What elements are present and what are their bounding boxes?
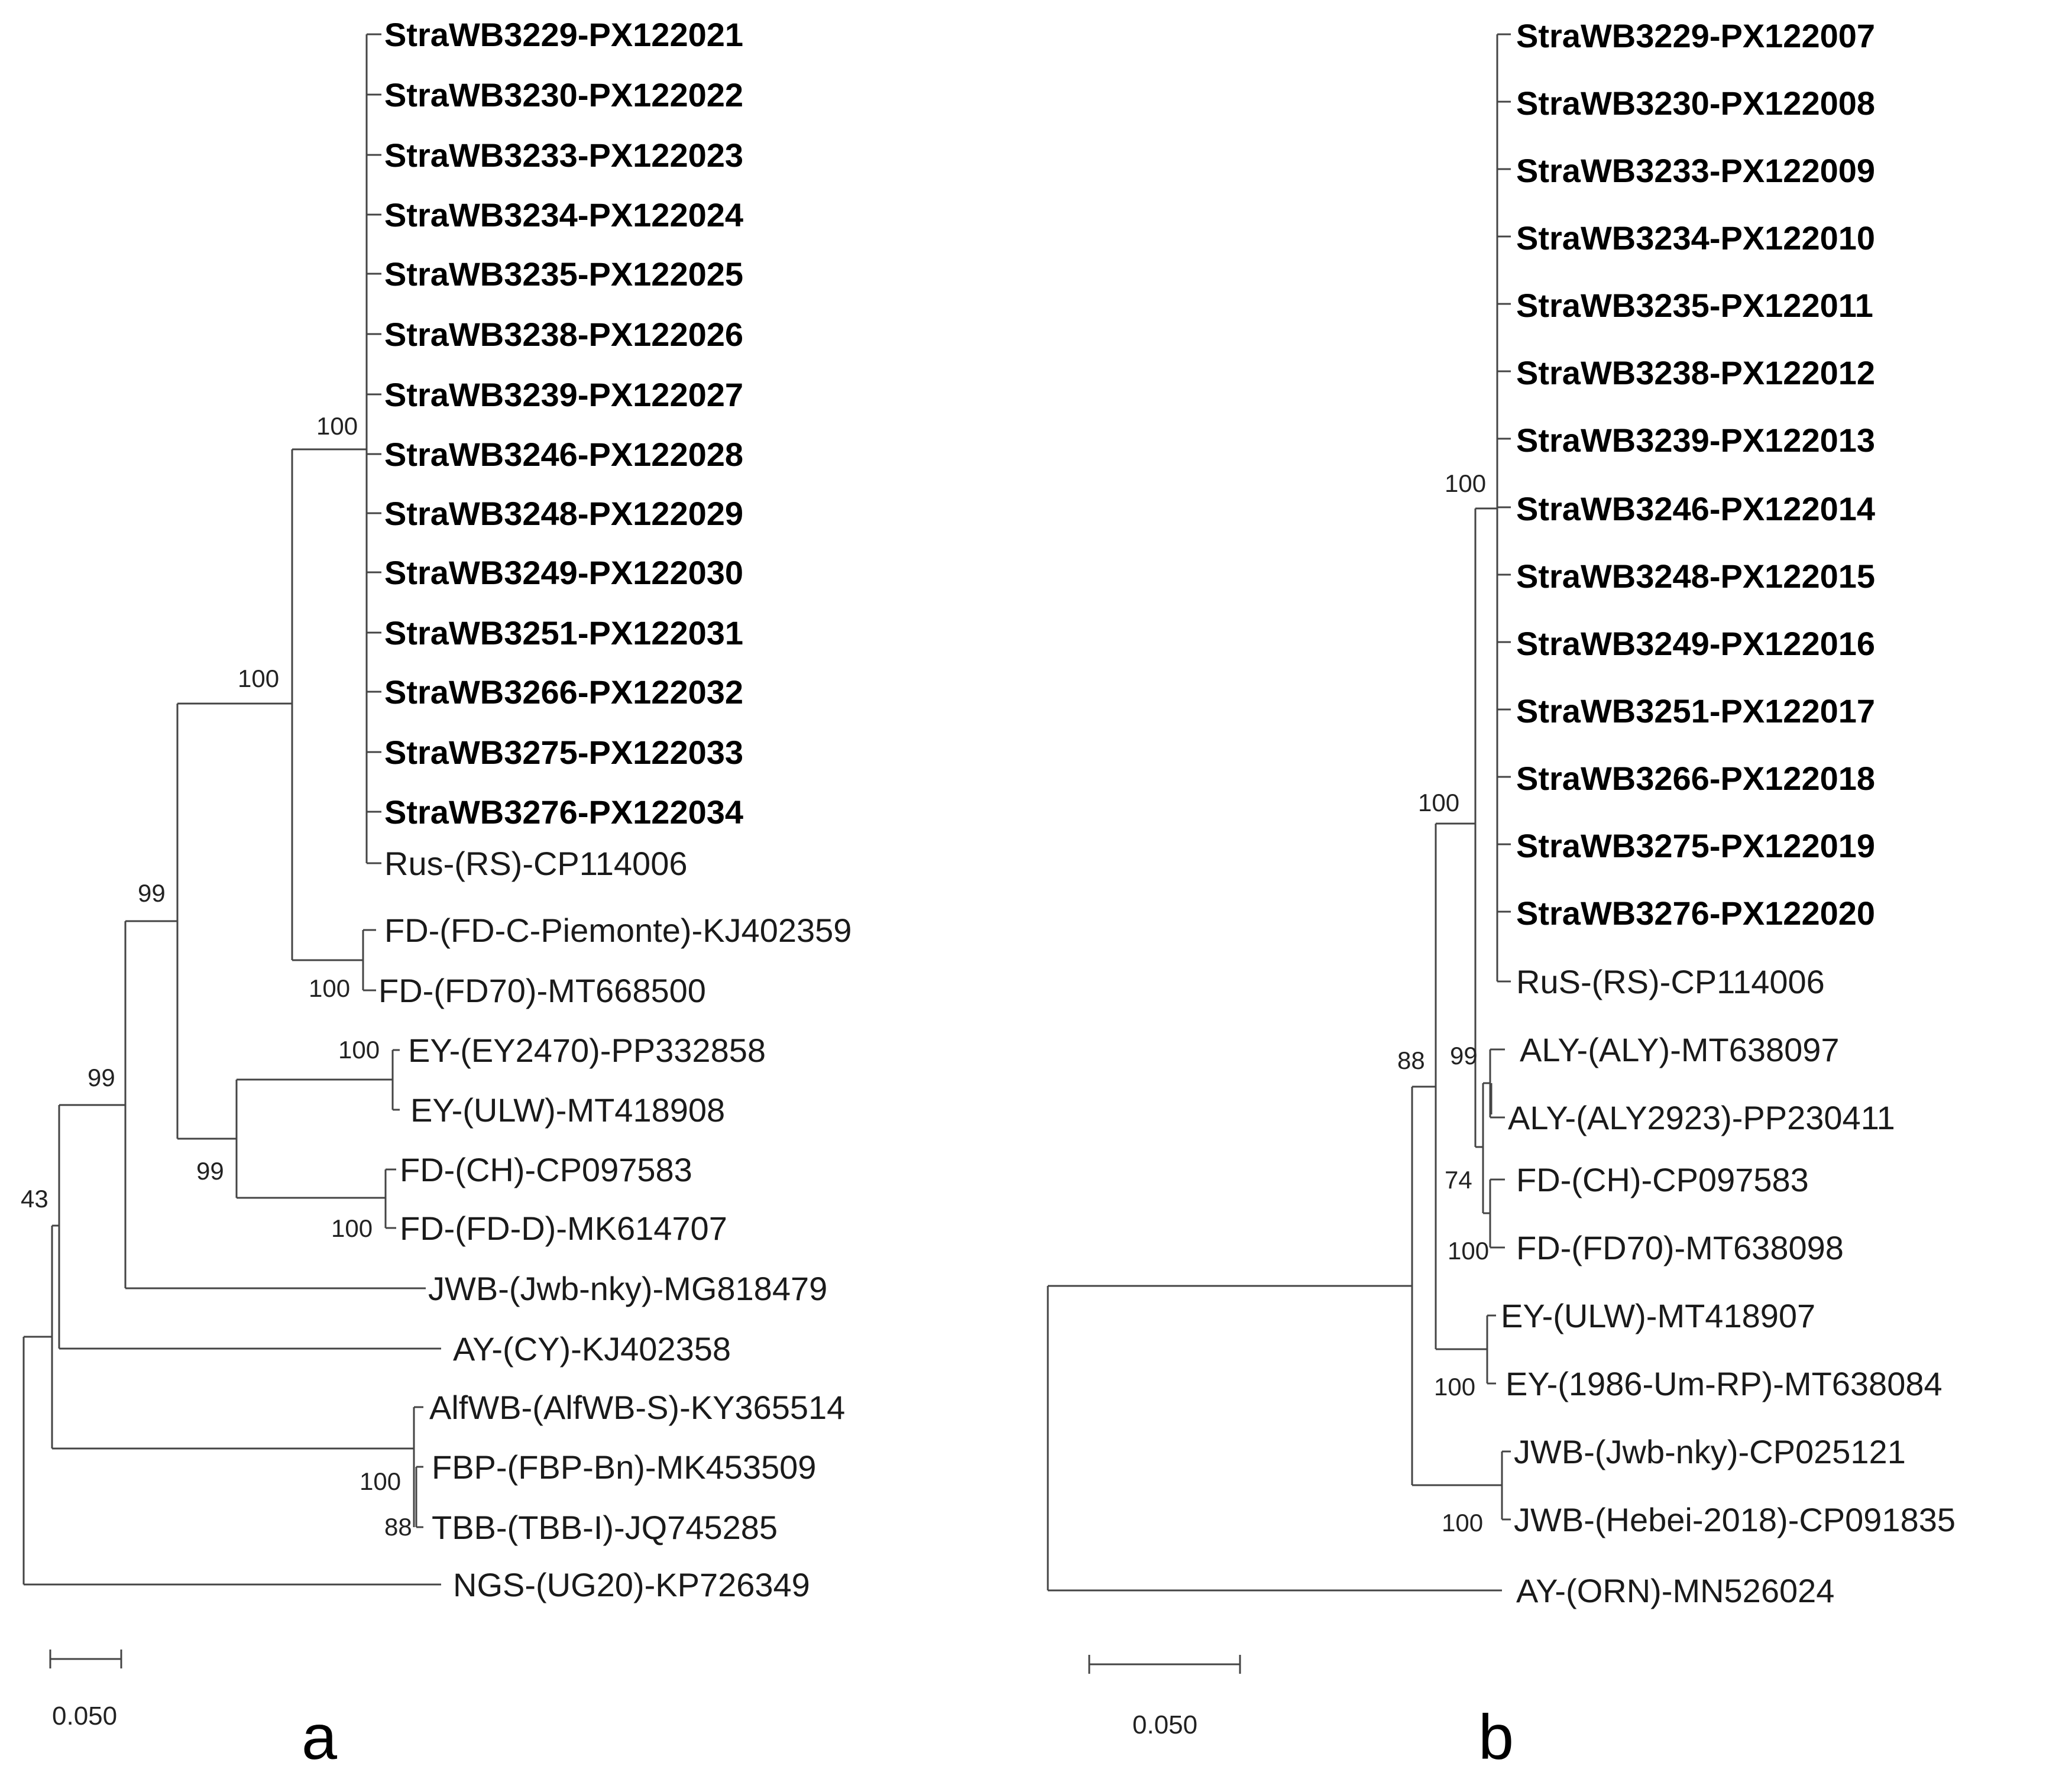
leaf-label: EY-(1986-Um-RP)-MT638084 <box>1506 1365 1942 1402</box>
leaf-label: StraWB3249-PX122016 <box>1516 625 1875 662</box>
leaf-label: StraWB3275-PX122019 <box>1516 827 1875 864</box>
leaf-label: TBB-(TBB-I)-JQ745285 <box>432 1509 778 1546</box>
leaf-label: ALY-(ALY)-MT638097 <box>1520 1031 1840 1068</box>
leaf-label: FD-(FD70)-MT668500 <box>378 972 706 1009</box>
leaf-label: StraWB3235-PX122011 <box>1516 287 1873 324</box>
support-value: 88 <box>384 1513 412 1541</box>
support-value: 43 <box>21 1185 48 1213</box>
leaf-label: JWB-(Jwb-nky)-CP025121 <box>1514 1433 1906 1470</box>
leaf-label: AY-(CY)-KJ402358 <box>453 1330 731 1368</box>
leaf-label: StraWB3248-PX122029 <box>384 495 743 532</box>
scale-label-a: 0.050 <box>52 1702 117 1731</box>
support-value: 100 <box>331 1214 373 1242</box>
leaf-label: StraWB3230-PX122022 <box>384 76 743 114</box>
support-value: 100 <box>338 1036 380 1064</box>
leaf-label: StraWB3246-PX122014 <box>1516 490 1875 527</box>
support-value: 99 <box>196 1157 224 1185</box>
leaf-label: FD-(FD-D)-MK614707 <box>400 1210 727 1247</box>
leaf-label: StraWB3239-PX122013 <box>1516 422 1875 459</box>
leaf-label: RuS-(RS)-CP114006 <box>1516 963 1825 1000</box>
tree-a-branches <box>22 33 441 1668</box>
leaf-label: StraWB3238-PX122012 <box>1516 354 1875 391</box>
tree-a-leaves: StraWB3229-PX122021 StraWB3230-PX122022 … <box>378 16 852 1603</box>
support-value: 99 <box>138 879 166 907</box>
support-value: 74 <box>1445 1166 1472 1194</box>
leaf-label: AlfWB-(AlfWB-S)-KY365514 <box>429 1389 845 1426</box>
support-value: 99 <box>1450 1042 1478 1070</box>
leaf-label: EY-(EY2470)-PP332858 <box>408 1032 766 1069</box>
leaf-label: StraWB3248-PX122015 <box>1516 558 1875 595</box>
leaf-label: StraWB3239-PX122027 <box>384 376 743 413</box>
leaf-label: StraWB3230-PX122008 <box>1516 85 1875 122</box>
support-value: 100 <box>1448 1237 1489 1265</box>
leaf-label: ALY-(ALY2923)-PP230411 <box>1508 1099 1895 1136</box>
leaf-label: StraWB3233-PX122023 <box>384 137 743 174</box>
leaf-label: StraWB3238-PX122026 <box>384 316 743 353</box>
leaf-label: StraWB3233-PX122009 <box>1516 152 1875 189</box>
support-value: 100 <box>1434 1373 1475 1401</box>
support-value: 99 <box>88 1064 115 1091</box>
support-value: 100 <box>1445 469 1486 497</box>
leaf-label: StraWB3234-PX122024 <box>384 196 743 234</box>
tree-a-support: 100 100 100 99 99 99 100 100 43 100 88 <box>21 412 412 1541</box>
leaf-label: JWB-(Hebei-2018)-CP091835 <box>1514 1501 1956 1538</box>
leaf-label: StraWB3234-PX122010 <box>1516 219 1875 257</box>
tree-a: StraWB3229-PX122021 StraWB3230-PX122022 … <box>21 16 852 1772</box>
leaf-label: StraWB3229-PX122021 <box>384 16 743 53</box>
leaf-label: EY-(ULW)-MT418907 <box>1501 1297 1815 1334</box>
support-value: 100 <box>1442 1509 1483 1537</box>
leaf-label: StraWB3249-PX122030 <box>384 554 743 591</box>
leaf-label: AY-(ORN)-MN526024 <box>1516 1572 1834 1609</box>
support-value: 100 <box>238 665 279 692</box>
support-value: 100 <box>309 974 350 1002</box>
support-value: 88 <box>1397 1046 1425 1074</box>
leaf-label: StraWB3275-PX122033 <box>384 734 743 771</box>
panel-label-b: b <box>1478 1701 1514 1772</box>
support-value: 100 <box>1418 789 1459 816</box>
leaf-label: StraWB3235-PX122025 <box>384 255 743 293</box>
scale-bar-a <box>49 1650 122 1668</box>
tree-b-support: 100 100 88 99 74 100 100 100 <box>1397 469 1489 1537</box>
leaf-label: FD-(FD-C-Piemonte)-KJ402359 <box>384 912 852 949</box>
leaf-label: StraWB3266-PX122032 <box>384 673 743 711</box>
leaf-label: FD-(CH)-CP097583 <box>1516 1161 1809 1198</box>
leaf-label: FBP-(FBP-Bn)-MK453509 <box>432 1449 816 1486</box>
scale-bar-b <box>1088 1655 1241 1674</box>
leaf-label: JWB-(Jwb-nky)-MG818479 <box>428 1270 827 1307</box>
support-value: 100 <box>316 412 358 440</box>
leaf-label: StraWB3276-PX122020 <box>1516 895 1875 932</box>
panel-label-a: a <box>302 1701 338 1772</box>
leaf-label: FD-(FD70)-MT638098 <box>1516 1229 1844 1266</box>
leaf-label: StraWB3251-PX122031 <box>384 614 743 652</box>
leaf-label: StraWB3229-PX122007 <box>1516 17 1875 54</box>
leaf-label: StraWB3276-PX122034 <box>384 793 743 831</box>
tree-b-branches <box>1047 33 1511 1674</box>
scale-label-b: 0.050 <box>1132 1710 1197 1739</box>
tree-b-leaves: StraWB3229-PX122007 StraWB3230-PX122008 … <box>1501 17 1956 1609</box>
leaf-label: NGS-(UG20)-KP726349 <box>453 1566 810 1603</box>
leaf-label: EY-(ULW)-MT418908 <box>410 1091 725 1129</box>
leaf-label: FD-(CH)-CP097583 <box>400 1151 692 1188</box>
tree-b: StraWB3229-PX122007 StraWB3230-PX122008 … <box>1047 17 1956 1772</box>
leaf-label: StraWB3251-PX122017 <box>1516 692 1875 730</box>
support-value: 100 <box>360 1467 401 1495</box>
leaf-label: StraWB3266-PX122018 <box>1516 760 1875 797</box>
leaf-label: Rus-(RS)-CP114006 <box>384 845 687 882</box>
leaf-label: StraWB3246-PX122028 <box>384 436 743 473</box>
